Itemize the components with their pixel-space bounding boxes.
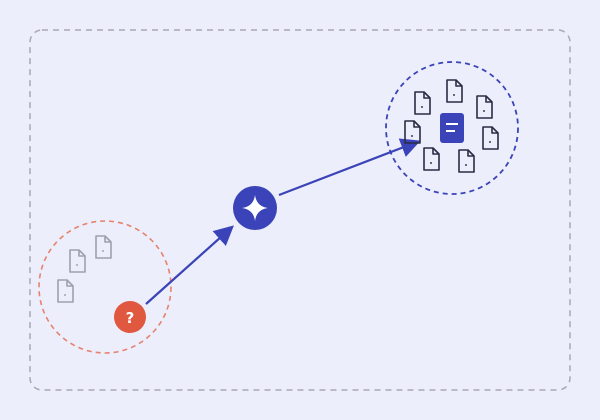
document-lines-icon	[440, 113, 464, 143]
query-badge	[114, 301, 146, 333]
query-cluster: ?	[38, 220, 172, 354]
outer-frame	[29, 29, 571, 391]
query-node: ?	[114, 301, 146, 333]
arrow-hub-to-results	[278, 138, 421, 197]
document-icon	[482, 126, 499, 150]
results-cluster	[385, 61, 519, 195]
sparkle-icon	[242, 195, 268, 221]
results-cluster-ring	[385, 61, 519, 195]
query-cluster-ring	[38, 220, 172, 354]
document-icon	[404, 120, 421, 144]
faded-document-icon	[69, 249, 86, 273]
document-icon	[446, 79, 463, 103]
question-mark-icon: ?	[126, 309, 135, 327]
document-icon	[414, 91, 431, 115]
document-icon	[458, 149, 475, 173]
document-icon	[423, 147, 440, 171]
faded-document-icon	[95, 235, 112, 259]
faded-document-icon	[57, 279, 74, 303]
document-icon	[476, 95, 493, 119]
highlighted-document	[440, 113, 464, 143]
hub-node	[233, 186, 277, 230]
arrow-query-to-hub	[145, 225, 234, 305]
